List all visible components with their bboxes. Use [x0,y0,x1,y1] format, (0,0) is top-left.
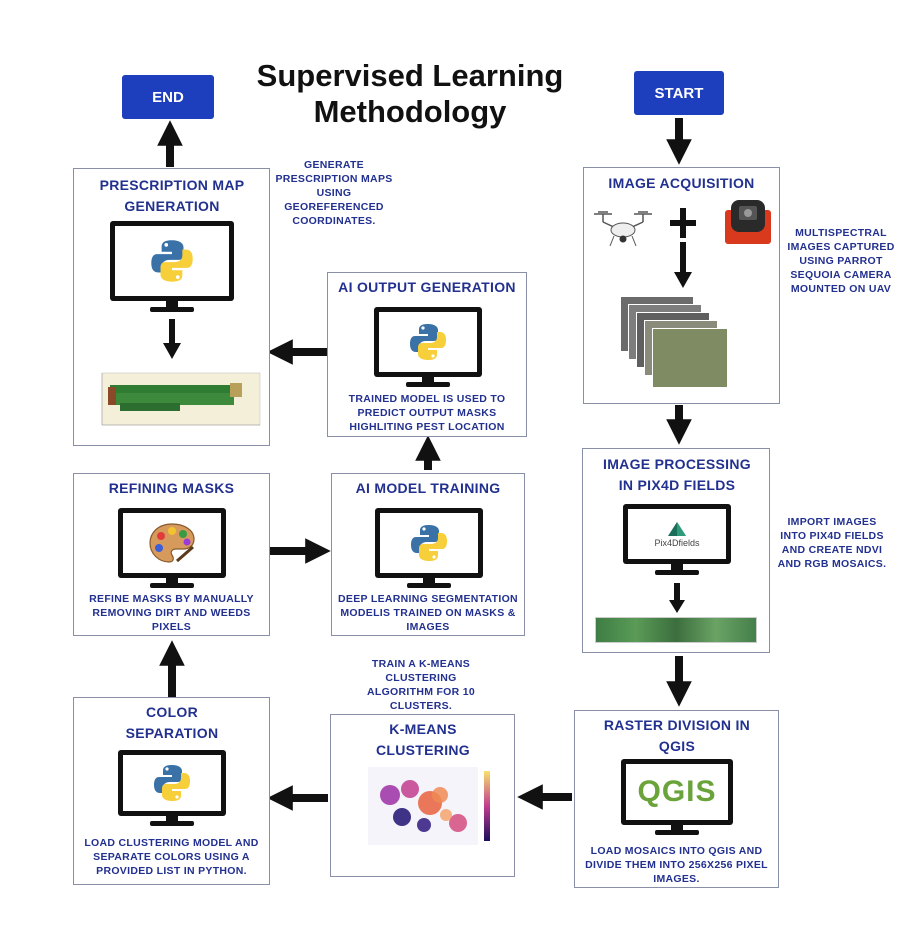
prescription-map-thumbnail [80,365,265,441]
monitor-icon: QGIS [621,759,733,837]
step-caption: REFINE MASKS BY MANUALLY REMOVING DIRT A… [89,593,254,633]
step-title: RASTER DIVISION IN QGIS [603,717,751,754]
note-acquisition: MULTISPECTRAL IMAGES CAPTURED USING PARR… [787,227,895,295]
step-title: REFINING MASKS [108,480,235,496]
step-raster-division: RASTER DIVISION IN QGIS QGIS LOAD MOSAIC… [574,710,779,888]
note-processing: IMPORT IMAGES INTO PIX4D FIELDS AND CREA… [777,516,887,570]
palette-icon [149,523,195,563]
step-refining-masks: REFINING MASKS REFINE MASKS BY MANUALLY … [73,473,270,636]
monitor-icon [110,221,234,313]
python-logo-icon [151,240,193,282]
step-title: COLOR SEPARATION [125,704,219,741]
step-title: IMAGE ACQUISITION [608,175,755,191]
cluster-scatter-plot [368,767,490,845]
camera-icon [725,200,771,244]
step-caption: LOAD CLUSTERING MODEL AND SEPARATE COLOR… [84,837,259,877]
note-kmeans: TRAIN A K-MEANS CLUSTERING ALGORITHM FOR… [366,658,476,712]
step-ai-output-generation: AI OUTPUT GENERATION TRAINED MODEL IS US… [327,272,527,437]
monitor-icon [118,508,226,590]
python-logo-icon [154,765,190,801]
step-caption: LOAD MOSAICS INTO QGIS AND DIVIDE THEM I… [585,845,768,885]
ndvi-mosaic-image [595,617,757,643]
start-node: START [634,71,724,115]
step-kmeans-clustering: K-MEANS CLUSTERING [330,714,515,877]
drone-icon [594,211,652,247]
monitor-icon [375,508,483,590]
step-title: AI MODEL TRAINING [355,480,501,496]
step-title: AI OUTPUT GENERATION [338,279,516,295]
monitor-icon [374,307,482,389]
step-caption: TRAINED MODEL IS USED TO PREDICT OUTPUT … [348,393,506,433]
monitor-icon: Pix4Dfields [623,504,731,576]
step-title: IMAGE PROCESSING IN PIX4D FIELDS [603,456,751,493]
arrow-down-icon [674,242,692,288]
end-node: END [122,75,214,119]
pix4d-logo-text: Pix4Dfields [654,538,700,548]
multispectral-images-stack [620,296,730,391]
step-prescription-map-generation: PRESCRIPTION MAP GENERATION [73,168,270,446]
python-logo-icon [410,324,446,360]
step-title: K-MEANS CLUSTERING [376,721,470,758]
qgis-logo-icon: QGIS [637,775,717,808]
note-prescription: GENERATE PRESCRIPTION MAPS USING GEOREFE… [275,159,393,227]
step-title: PRESCRIPTION MAP GENERATION [99,177,245,214]
pix4d-logo-icon [668,522,686,536]
plus-icon [670,208,696,238]
arrow-down-icon [669,583,685,613]
monitor-icon [118,750,226,828]
step-image-acquisition: IMAGE ACQUISITION [583,167,780,404]
python-logo-icon [411,525,447,561]
step-color-separation: COLOR SEPARATION LOAD CLUSTERING MODEL A… [73,697,270,885]
step-caption: DEEP LEARNING SEGMENTATION MODELIS TRAIN… [338,593,518,633]
arrow-down-icon [163,319,181,359]
step-image-processing: IMAGE PROCESSING IN PIX4D FIELDS Pix4Dfi… [582,448,770,653]
step-ai-model-training: AI MODEL TRAINING DEEP LEARNING SEGMENTA… [331,473,525,636]
page-title: Supervised Learning Methodology [256,58,564,129]
